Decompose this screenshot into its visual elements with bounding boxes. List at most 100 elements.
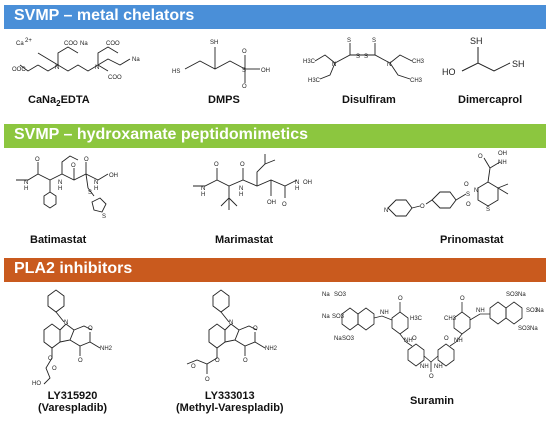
atom-label: NH xyxy=(404,338,413,344)
atom-label: O xyxy=(282,202,287,208)
atom-label: H xyxy=(94,186,98,192)
atom-label: O xyxy=(205,377,210,383)
atom-label: NH xyxy=(434,364,443,370)
atom-label: N xyxy=(95,65,99,71)
atom-label: OH xyxy=(303,180,312,186)
section-header-pla2: PLA2 inhibitors xyxy=(4,258,546,282)
atom-label: S xyxy=(486,207,490,213)
compound-label-suramin: Suramin xyxy=(410,395,455,407)
atom-label: N xyxy=(229,320,233,326)
atom-label: O xyxy=(253,326,258,332)
atom-label: S xyxy=(347,38,351,44)
atom-label: S xyxy=(356,54,360,60)
atom-label: H xyxy=(24,186,28,192)
atom-label: Na xyxy=(80,41,88,47)
atom-label: O xyxy=(191,364,196,370)
atom-label: SO3 xyxy=(334,292,347,298)
atom-label: N xyxy=(64,320,68,326)
atom-label: H xyxy=(201,192,205,198)
marimastat-structure: O O O N H N H N H OH OH xyxy=(185,152,330,230)
atom-label: N xyxy=(384,208,388,214)
atom-label: COO xyxy=(64,41,78,47)
edta-structure: Ca 2+ OOC COO Na COO COO Na N N xyxy=(8,33,158,88)
compound-label-batimastat: Batimastat xyxy=(30,234,87,246)
atom-label: Na xyxy=(536,308,544,314)
atom-label: Na xyxy=(322,314,330,320)
compound-label-ly315920: LY315920 (Varespladib) xyxy=(38,390,108,414)
atom-label: N xyxy=(332,62,336,68)
atom-label: SO3 xyxy=(506,292,519,298)
atom-label: OH xyxy=(498,151,507,157)
atom-label: NH xyxy=(454,338,463,344)
atom-label: SH xyxy=(470,36,483,46)
atom-label: O xyxy=(242,49,247,55)
atom-label: O xyxy=(478,154,483,160)
section-title: SVMP – hydroxamate peptidomimetics xyxy=(14,126,309,143)
section-header-metal-chelators: SVMP – metal chelators xyxy=(4,5,546,29)
atom-label: SO3 xyxy=(526,308,539,314)
prinomastat-structure: OH NH O O S O N S N O xyxy=(380,148,540,230)
atom-label: HS xyxy=(172,69,180,75)
section-title: PLA2 inhibitors xyxy=(14,260,133,277)
atom-label: O xyxy=(460,296,465,302)
dimercaprol-structure: SH HO SH xyxy=(440,33,545,88)
atom-label: O xyxy=(48,356,53,362)
atom-label: N xyxy=(55,65,59,71)
compound-label-disulfiram: Disulfiram xyxy=(342,94,396,106)
atom-label: S xyxy=(364,54,368,60)
compound-label-edta: CaNa2EDTA xyxy=(28,94,90,109)
atom-label: O xyxy=(214,162,219,168)
atom-label: N xyxy=(387,62,391,68)
atom-label: CH3 xyxy=(444,316,457,322)
atom-label: COO xyxy=(108,75,122,81)
atom-label: O xyxy=(398,296,403,302)
atom-label: H3C xyxy=(308,78,321,84)
compound-label-dimercaprol: Dimercaprol xyxy=(458,94,523,106)
atom-label: SO3 xyxy=(518,326,531,332)
atom-label: S xyxy=(466,192,470,198)
atom-label: H xyxy=(295,186,299,192)
atom-label: 2+ xyxy=(25,38,32,44)
atom-label: OH xyxy=(267,200,276,206)
atom-label: Na xyxy=(334,336,342,342)
atom-label: N xyxy=(474,188,478,194)
atom-label: NH xyxy=(420,364,429,370)
disulfiram-structure: S S S S N N H3C CH3 H3C CH3 xyxy=(300,33,435,88)
atom-label: CH3 xyxy=(412,59,425,65)
section-header-hydroxamate: SVMP – hydroxamate peptidomimetics xyxy=(4,124,546,148)
batimastat-structure: O O O N H N H N H OH S S xyxy=(8,152,148,230)
atom-label: H3C xyxy=(303,59,316,65)
atom-label: NH2 xyxy=(265,346,278,352)
atom-label: N xyxy=(201,186,205,192)
atom-label: H xyxy=(58,186,62,192)
atom-label: N xyxy=(295,180,299,186)
atom-label: SO3 xyxy=(342,336,355,342)
atom-label: O xyxy=(52,366,57,372)
atom-label: NH xyxy=(476,308,485,314)
atom-label: NH xyxy=(380,310,389,316)
atom-label: NH2 xyxy=(100,346,113,352)
atom-label: O xyxy=(420,204,425,210)
atom-label: OOC xyxy=(12,67,26,73)
atom-label: Na xyxy=(518,292,526,298)
atom-label: O xyxy=(240,162,245,168)
atom-label: N xyxy=(239,186,243,192)
atom-label: Na xyxy=(530,326,538,332)
atom-label: H3C xyxy=(410,316,423,322)
atom-label: O xyxy=(464,182,469,188)
atom-label: S xyxy=(102,214,106,220)
section-title: SVMP – metal chelators xyxy=(14,7,195,24)
atom-label: S xyxy=(242,68,246,74)
atom-label: COO xyxy=(106,41,120,47)
atom-label: O xyxy=(78,358,83,364)
atom-label: N xyxy=(58,180,62,186)
atom-label: O xyxy=(35,157,40,163)
dmps-structure: SH HS O S O OH xyxy=(170,33,280,88)
atom-label: HO xyxy=(32,381,41,387)
atom-label: O xyxy=(412,336,417,342)
atom-label: SH xyxy=(512,59,525,69)
suramin-structure: Na SO3 Na SO3 SO3 Na SO3 Na SO3 Na SO3 N… xyxy=(320,288,545,388)
compound-label-prinomastat: Prinomastat xyxy=(440,234,504,246)
atom-label: N xyxy=(94,180,98,186)
atom-label: O xyxy=(88,326,93,332)
